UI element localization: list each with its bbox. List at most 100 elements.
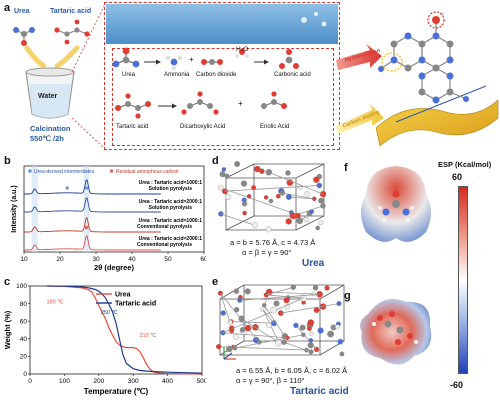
- atom: [339, 351, 345, 357]
- plus-sign-1: +: [189, 55, 194, 64]
- atom: [304, 191, 310, 197]
- ammonia-text: Ammonia: [164, 72, 190, 78]
- carbonic-acid-molecule-icon: [279, 49, 299, 69]
- water-molecule-icon: [235, 49, 249, 58]
- xrd-x-tick-label: 40: [128, 256, 136, 263]
- tga-y-tick-label: 60: [20, 318, 28, 325]
- atom: [296, 217, 304, 224]
- reaction-scheme-svg: [112, 12, 327, 119]
- urea-lattice-angles: α = β = γ = 90°: [242, 248, 292, 257]
- panel-label-g: g: [344, 290, 351, 302]
- xrd-legend-intermediate: Urea-derived intermediates: [34, 169, 95, 175]
- atom: [303, 216, 310, 223]
- panel-label-c: c: [4, 276, 11, 288]
- panel-label-e: e: [212, 276, 219, 288]
- atom: [308, 338, 314, 343]
- carbonic-acid-text: Carbonic acid: [274, 72, 311, 78]
- xrd-y-axis-label: Intensity (a.u.): [11, 185, 18, 232]
- tga-annotation-250: 250 ℃: [101, 310, 119, 316]
- xrd-marker-intermediate: [85, 186, 89, 190]
- xrd-trace-sublabel: Solution pyrolysis: [149, 205, 193, 211]
- xrd-peak-band: [83, 166, 90, 252]
- plus-sign-2: +: [238, 99, 243, 108]
- tga-x-tick-label: 200: [93, 378, 104, 385]
- tga-annotation-310: 310 ℃: [139, 333, 157, 339]
- xrd-x-tick-label: 50: [164, 256, 172, 263]
- atom: [307, 319, 315, 327]
- atom-bond: [282, 192, 315, 200]
- atom: [270, 306, 277, 314]
- xrd-x-tick-label: 60: [200, 256, 206, 263]
- co2-molecule-icon: [201, 59, 223, 65]
- urea-text: Urea: [122, 72, 136, 78]
- atom: [237, 297, 243, 303]
- atom: [220, 310, 226, 316]
- atom: [238, 315, 245, 322]
- atom: [240, 180, 248, 187]
- atom: [233, 288, 240, 294]
- tartaric-crystal-structure: [216, 284, 345, 360]
- tga-y-axis-label: Weight (%): [3, 310, 12, 349]
- atom: [309, 331, 314, 337]
- atom-bond: [266, 294, 304, 299]
- h2o-text: H₂O: [236, 46, 249, 53]
- esp-min-label: -60: [450, 380, 464, 390]
- atom: [317, 219, 324, 226]
- atom: [273, 300, 280, 307]
- enolic-acid-text: Enolic Acid: [260, 124, 290, 130]
- atom: [225, 193, 231, 200]
- atom-bond: [223, 332, 288, 339]
- carbon-doping-arrow: [336, 104, 384, 134]
- tga-annotation-180: 180 ℃: [47, 300, 65, 306]
- reagent-tartaric-label: Tartaric acid: [50, 8, 92, 15]
- tga-x-tick-label: 300: [128, 378, 139, 385]
- atom: [293, 322, 299, 329]
- atom-bond: [222, 297, 304, 334]
- xrd-trace-label: Urea : Tartaric acid=1000:1: [139, 218, 203, 224]
- legend-marker-intermediate: [28, 169, 32, 173]
- atom: [307, 342, 314, 349]
- atom: [229, 328, 235, 334]
- atom: [290, 284, 297, 290]
- atom: [335, 324, 340, 330]
- atom-bond: [220, 213, 256, 226]
- atom: [266, 322, 272, 328]
- urea-esp-map: [361, 166, 431, 242]
- tga-legend-label: Tartaric acid: [115, 301, 156, 308]
- atom: [299, 324, 306, 331]
- atom-bond: [234, 334, 304, 349]
- tartaric-lattice-angles: α = γ = 90°, β = 110°: [236, 376, 305, 385]
- xrd-trace-sublabel: Conventional pyrolysis: [137, 224, 192, 230]
- ammonia-molecule-icon: [166, 56, 182, 70]
- tga-y-tick-label: 20: [20, 354, 28, 361]
- atom: [281, 339, 287, 345]
- water-surface-illustration: [106, 4, 338, 44]
- dicarboxylic-molecule-icon: [181, 91, 219, 115]
- xrd-trace: [24, 179, 161, 195]
- tga-y-tick-label: 40: [20, 336, 28, 343]
- atom: [263, 195, 269, 200]
- atom-bond: [220, 292, 260, 343]
- atom: [286, 179, 294, 186]
- atom: [244, 324, 252, 332]
- atom: [327, 330, 334, 338]
- urea-crystal-structure: [218, 161, 327, 233]
- xrd-trace-label: Urea : Tartaric acid=2000:1: [139, 236, 203, 242]
- xrd-x-axis-label: 2θ (degree): [94, 263, 134, 272]
- atom-bond: [220, 293, 231, 323]
- atom: [268, 198, 274, 204]
- tartaric-molecule-icon: [115, 93, 151, 119]
- atom: [232, 334, 239, 340]
- zoom-lines: [71, 5, 105, 149]
- tartaric-molecule-icon: [54, 19, 90, 45]
- atom-bond: [280, 303, 339, 314]
- esp-title: ESP (Kcal/mol): [438, 160, 492, 169]
- tga-legend-label: Urea: [115, 292, 131, 299]
- atom: [309, 209, 314, 214]
- atom: [312, 285, 319, 291]
- xrd-x-tick-label: 30: [92, 256, 100, 263]
- urea-molecule-icon: [112, 47, 140, 68]
- atom: [216, 343, 222, 350]
